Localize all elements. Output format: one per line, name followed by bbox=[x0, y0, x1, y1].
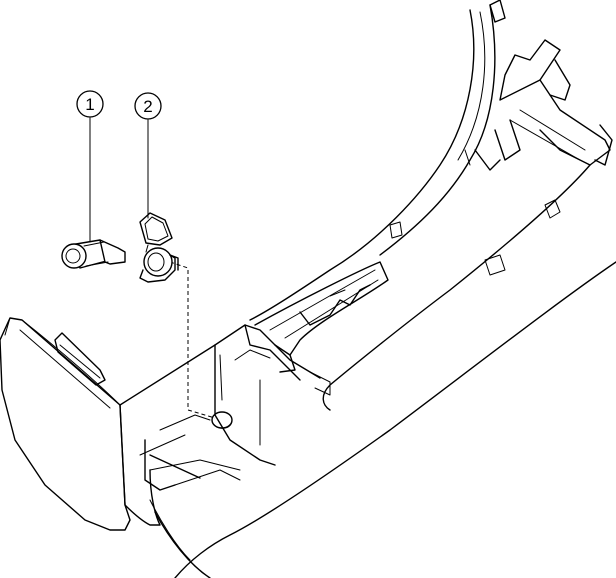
part-2-socket-cap bbox=[139, 212, 179, 283]
callout-1: 1 bbox=[76, 90, 104, 118]
console-outer-shell bbox=[174, 261, 616, 578]
front-lid bbox=[0, 317, 161, 531]
front-compartment bbox=[119, 324, 321, 406]
rear-bracket-assembly bbox=[464, 39, 613, 171]
callout-1-label: 1 bbox=[85, 95, 94, 114]
lid-latch bbox=[54, 332, 106, 386]
console-right-wall bbox=[322, 164, 591, 411]
assembly-guide-line bbox=[169, 261, 216, 419]
part-1-lighter-plug bbox=[61, 239, 126, 269]
callout-2: 2 bbox=[134, 92, 162, 120]
storage-tray-floor bbox=[254, 261, 389, 356]
callout-2-label: 2 bbox=[143, 97, 152, 116]
console-front-lower-edge bbox=[154, 511, 211, 578]
console-rear-frame bbox=[249, 9, 475, 321]
